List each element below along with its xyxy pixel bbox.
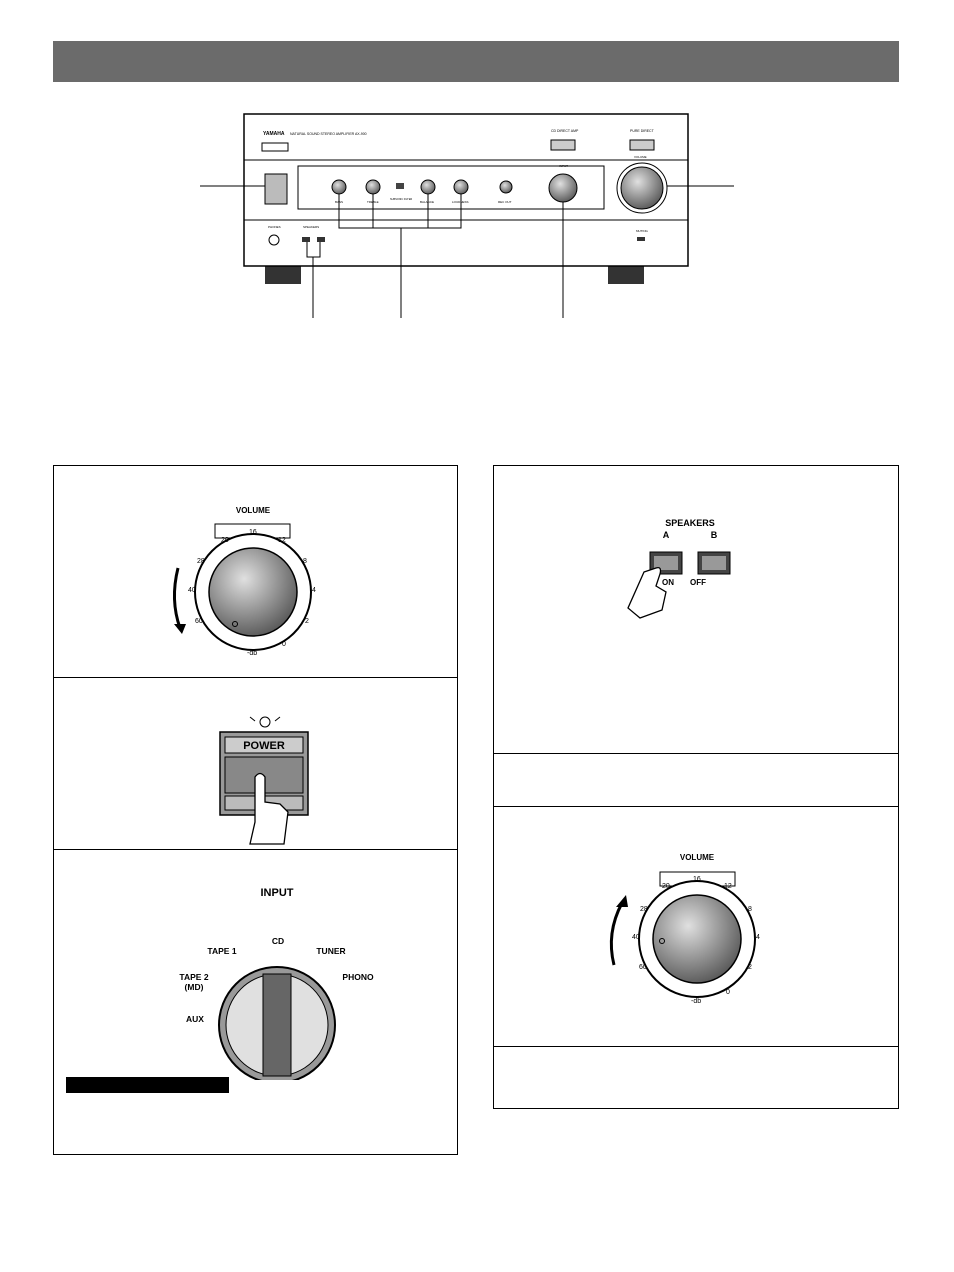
input-tape2-md: (MD)	[185, 982, 204, 992]
scale2-40: 40	[632, 934, 640, 941]
scale2-4: 4	[756, 934, 760, 941]
speakers-a-label: A	[663, 530, 670, 540]
amplifier-front-panel: YAMAHA NATURAL SOUND STEREO AMPLIFIER AX…	[200, 113, 734, 318]
scale2-28: 28	[640, 906, 648, 913]
scale-40: 40	[188, 587, 196, 594]
input-aux: AUX	[186, 1014, 204, 1024]
finger-icon	[249, 772, 289, 845]
speakers-switches-illustration[interactable]: SPEAKERS A B ON OFF	[610, 510, 760, 630]
speakers-b-label: B	[711, 530, 718, 540]
scale-28: 28	[197, 558, 205, 565]
input-tape1: TAPE 1	[207, 946, 236, 956]
scale2-20: 20	[662, 883, 670, 890]
scale-db: -db	[247, 650, 257, 657]
volume-dial-2-title: VOLUME	[680, 853, 715, 862]
input-cd: CD	[272, 936, 284, 946]
scale-0: 0	[282, 641, 286, 648]
off-label: OFF	[690, 578, 706, 587]
input-tuner: TUNER	[316, 946, 345, 956]
scale2-60: 60	[639, 964, 647, 971]
scale-4: 4	[312, 587, 316, 594]
on-label: ON	[662, 578, 674, 587]
volume-label-small: VOLUME	[634, 155, 647, 159]
power-button-illustration[interactable]: POWER	[210, 712, 320, 847]
rec-out-label: REC OUT	[498, 200, 512, 204]
scale2-12: 12	[724, 883, 732, 890]
volume-dial-up[interactable]: VOLUME 20 16 12 28 8 40 4 60 2 0 -db	[600, 845, 800, 1020]
section-header-bar	[53, 41, 899, 82]
input-title: INPUT	[261, 887, 294, 899]
model-line: NATURAL SOUND STEREO AMPLIFIER AX-900	[290, 132, 367, 136]
scale2-0: 0	[726, 989, 730, 996]
input-phono: PHONO	[342, 972, 374, 982]
scale-20: 20	[221, 537, 229, 544]
volume-dial-down[interactable]: VOLUME 20 16 12 28 8 40 4 60 2 0 -db	[160, 500, 360, 670]
input-label-small: INPUT	[559, 164, 568, 168]
scale-8: 8	[303, 558, 307, 565]
turn-counterclockwise-arrow	[173, 567, 182, 629]
step-final-panel	[493, 1046, 899, 1109]
balance-label: BALANCE	[420, 200, 434, 204]
scale2-16: 16	[693, 876, 701, 883]
scale2-db: -db	[691, 998, 701, 1005]
scale-2: 2	[305, 618, 309, 625]
pure-direct-label: PURE DIRECT	[630, 129, 655, 133]
loudness-label: LOUDNESS	[452, 200, 469, 204]
volume-dial-title: VOLUME	[236, 506, 271, 515]
input-selector-illustration[interactable]: INPUT TAPE 1 CD TUNER TAPE 2 (MD) PHONO …	[160, 880, 400, 1080]
step-speakers-panel	[493, 465, 899, 754]
scale-16: 16	[249, 529, 257, 536]
subsonic-label: SUBSONIC FILTER	[390, 198, 412, 201]
finger-icon	[627, 566, 667, 619]
scale2-8: 8	[748, 906, 752, 913]
cd-direct-label: CD DIRECT AMP	[551, 129, 579, 133]
redacted-label-bar	[66, 1077, 229, 1093]
phones-label: PHONES	[268, 225, 281, 229]
scale2-2: 2	[748, 964, 752, 971]
speakers-label-small: SPEAKERS	[303, 225, 319, 229]
brand-logo: YAMAHA	[263, 131, 285, 137]
scale-60: 60	[195, 618, 203, 625]
power-label: POWER	[243, 740, 285, 752]
step-note-panel	[493, 753, 899, 807]
muting-label: MUTING	[636, 229, 648, 233]
scale-12: 12	[278, 537, 286, 544]
turn-clockwise-arrow	[609, 902, 624, 966]
input-tape2: TAPE 2	[179, 972, 208, 982]
speakers-title: SPEAKERS	[665, 518, 715, 528]
